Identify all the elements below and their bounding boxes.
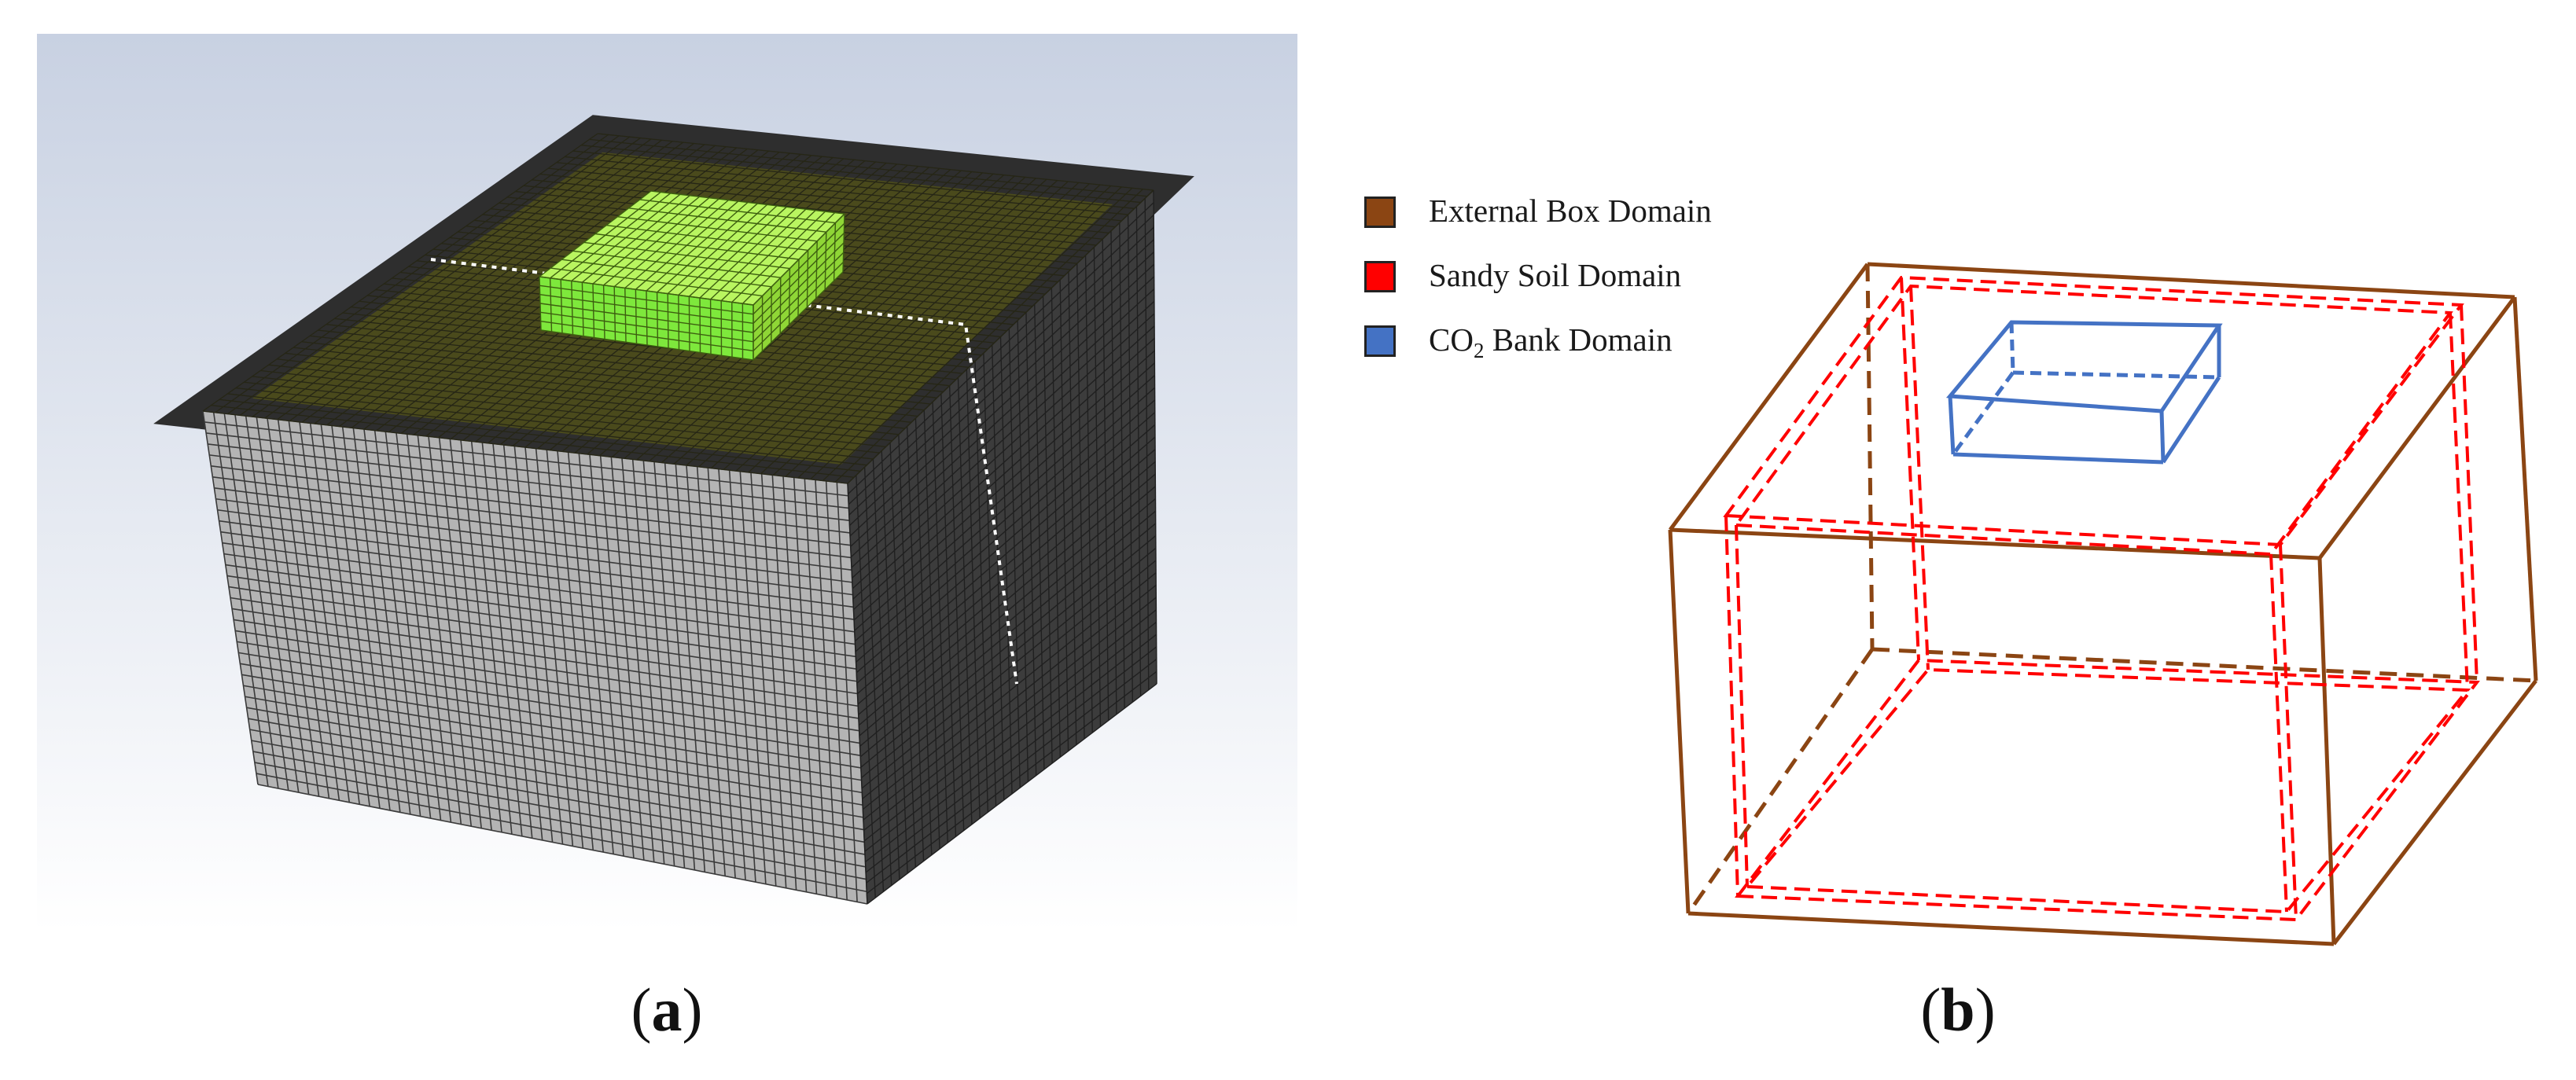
co2-bank-wireframe [1945, 320, 2223, 465]
legend-label-co2-bank: CO2 Bank Domain [1429, 321, 1673, 362]
legend-swatch-sandy-soil [1364, 261, 1396, 292]
sandy-soil-boundary-trace [430, 258, 1018, 685]
external-box-wireframe [1668, 262, 2538, 946]
sandy-soil-wireframe [1723, 275, 2480, 922]
co2-bank-mesh-lines [539, 190, 845, 361]
legend-label-external-box: External Box Domain [1429, 193, 1712, 229]
legend-swatch-co2-bank [1364, 325, 1396, 357]
legend-label-sandy-soil: Sandy Soil Domain [1429, 257, 1682, 293]
legend-swatch-external-box [1364, 197, 1396, 228]
panel-b-caption: (b) [1920, 975, 1996, 1044]
panel-a-caption: (a) [631, 975, 703, 1044]
